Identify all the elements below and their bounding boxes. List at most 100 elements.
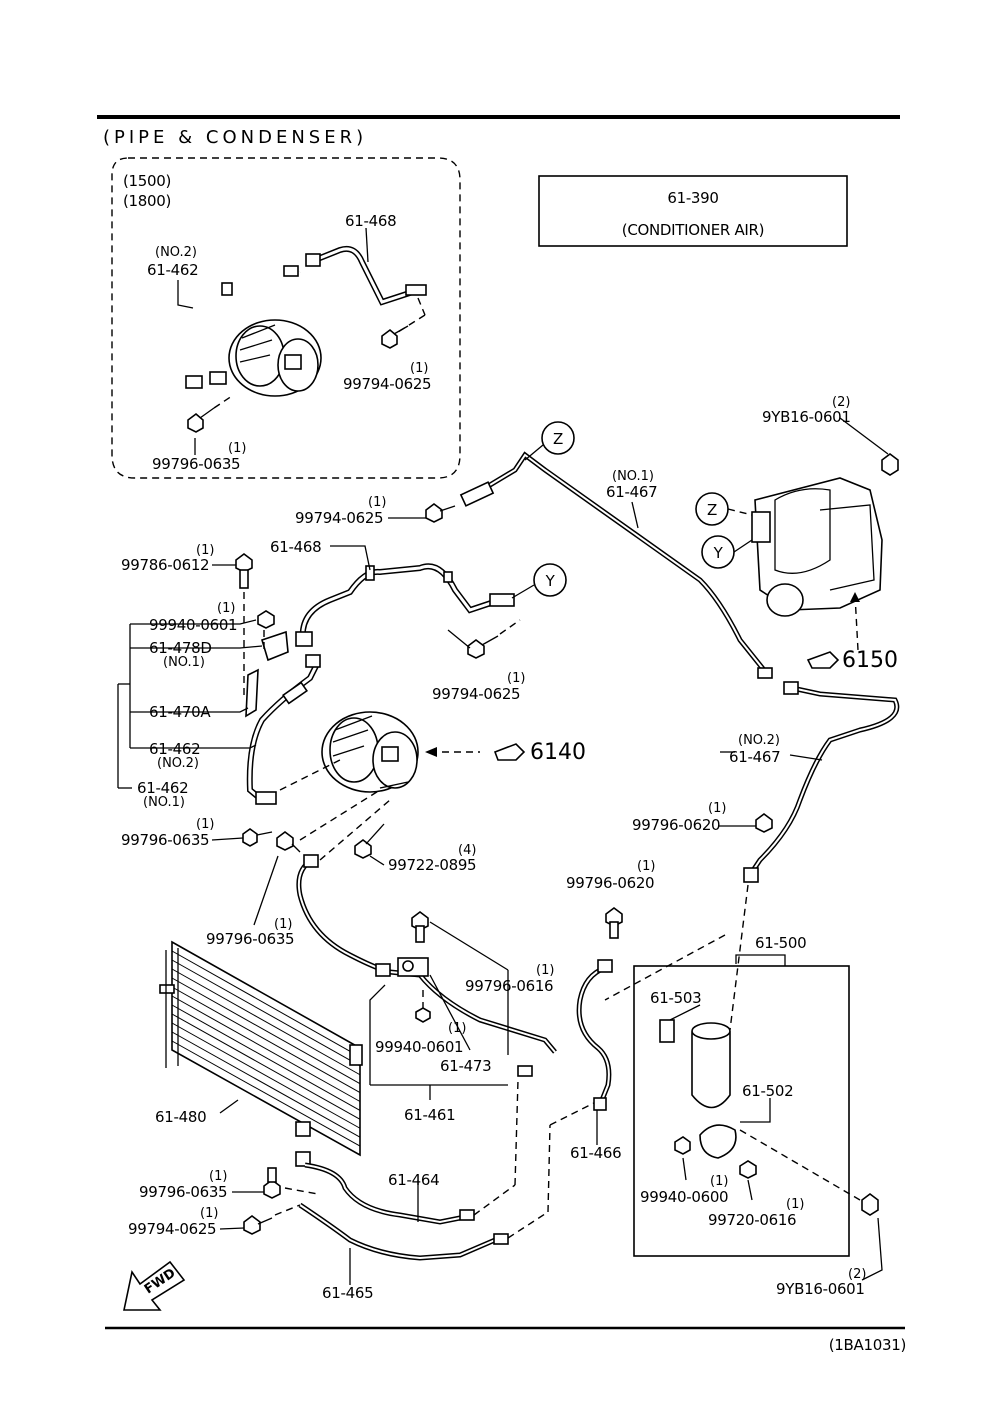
label-9yb16-top-qty: (2)	[832, 395, 850, 410]
inset-label-61-462: 61-462	[147, 261, 198, 279]
bolt-99796-0635-c	[263, 1167, 281, 1199]
label-99786-0612: 99786-0612	[121, 556, 209, 574]
condenser-fin	[171, 1040, 361, 1147]
label-99940-0600: 99940-0600	[640, 1188, 728, 1206]
label-61-473: 61-473	[440, 1057, 491, 1075]
inset-variant-1500: (1500)	[123, 172, 171, 190]
label-99794-bot-qty: (1)	[200, 1206, 218, 1221]
condenser-fin	[171, 968, 361, 1076]
label-9yb16-bot-qty: (2)	[848, 1267, 866, 1282]
inset-label-61-468: 61-468	[345, 212, 396, 230]
label-99794-top-qty: (1)	[368, 495, 386, 510]
bolt-99796-0620-b	[605, 907, 623, 939]
condenser-fin	[171, 986, 361, 1094]
label-99796-0635a: 99796-0635	[121, 831, 209, 849]
label-99796-0616-qty: (1)	[536, 963, 554, 978]
marker-y-ac: Y	[701, 535, 753, 569]
compressor	[321, 711, 419, 793]
bolt-99796-0635-b	[276, 831, 301, 853]
condenser-fin	[171, 1004, 361, 1111]
nut-99940-0601-b	[415, 1007, 431, 1023]
clamp-61-473	[397, 957, 429, 977]
inset-label-99794-qty: (1)	[410, 361, 428, 376]
label-99796-0635c: 99796-0635	[139, 1183, 227, 1201]
label-9yb16-bot: 9YB16-0601	[776, 1280, 865, 1298]
bolt-99796-0635-a	[242, 828, 273, 847]
condenser-fin	[171, 1031, 361, 1138]
bolt-99796-0616	[411, 911, 429, 943]
svg-text:Y: Y	[545, 572, 556, 590]
ref-arrow-6150-icon	[806, 651, 840, 669]
ref-arrow-6140-icon	[493, 743, 526, 761]
bolt-99794-bot	[243, 1215, 273, 1235]
label-99796-0635b: 99796-0635	[206, 930, 294, 948]
condenser-fin	[171, 950, 361, 1058]
label-61-462-no2: 61-462	[149, 740, 200, 758]
label-61-466: 61-466	[570, 1144, 621, 1162]
bolt-99794-top	[425, 503, 456, 523]
bolt-99796-0620-a	[755, 813, 773, 833]
label-99940-b-qty: (1)	[448, 1021, 466, 1036]
inset-label-99794-0625: 99794-0625	[343, 375, 431, 393]
condenser-fin	[171, 977, 361, 1085]
engine-variant-inset: (1500) (1800)	[111, 157, 461, 479]
inset-label-99796-qty: (1)	[228, 441, 246, 456]
label-61-500: 61-500	[755, 934, 806, 952]
label-99720-0616: 99720-0616	[708, 1211, 796, 1229]
fwd-arrow-icon: FWD	[123, 1260, 186, 1311]
label-61-464: 61-464	[388, 1171, 439, 1189]
label-6150: 6150	[842, 648, 898, 673]
label-99794-bot: 99794-0625	[128, 1220, 216, 1238]
marker-z-top: Z	[524, 421, 575, 461]
marker-y-mid: Y	[511, 563, 567, 599]
label-99720-qty: (1)	[786, 1197, 804, 1212]
footer-code: (1BA1031)	[829, 1336, 906, 1354]
label-61-462-no2-tag: (NO.2)	[157, 756, 199, 771]
svg-text:Z: Z	[707, 501, 717, 519]
reference-part-number: 61-390	[667, 189, 718, 207]
label-61-480: 61-480	[155, 1108, 206, 1126]
label-99794-mid-qty: (1)	[507, 671, 525, 686]
label-99794-top: 99794-0625	[295, 509, 383, 527]
label-61-478d: 61-478D	[149, 639, 212, 657]
label-99796-0635c-qty: (1)	[209, 1169, 227, 1184]
inset-bolt-99794	[381, 325, 409, 349]
label-61-502: 61-502	[742, 1082, 793, 1100]
section-title: (PIPE & CONDENSER)	[103, 127, 367, 148]
label-99940-qty: (1)	[217, 601, 235, 616]
label-61-462-no1-tag: (NO.1)	[143, 795, 185, 810]
condenser-fin	[171, 1022, 361, 1129]
bolt-99794-mid	[467, 635, 499, 659]
svg-text:Y: Y	[713, 544, 724, 562]
label-99940-0601: 99940-0601	[149, 616, 237, 634]
nut-99940-0601	[257, 610, 275, 629]
label-61-462-no1: 61-462	[137, 779, 188, 797]
label-61-465: 61-465	[322, 1284, 373, 1302]
condenser	[159, 940, 363, 1167]
label-9yb16-top: 9YB16-0601	[762, 408, 851, 426]
condenser-fin	[171, 1013, 361, 1120]
reference-box-conditioner-air: 61-390 (CONDITIONER AIR)	[538, 175, 848, 247]
bolt-99786-0612	[235, 553, 253, 589]
leader-lines	[117, 417, 889, 1285]
inset-bolt-99796	[187, 395, 233, 433]
label-61-478d-tag: (NO.1)	[163, 655, 205, 670]
condenser-fin	[171, 959, 361, 1067]
label-61-470a: 61-470A	[149, 703, 211, 721]
label-99796-0620b: 99796-0620	[566, 874, 654, 892]
label-61-468: 61-468	[270, 538, 321, 556]
label-99940-0600-qty: (1)	[710, 1174, 728, 1189]
marker-z-ac: Z	[695, 492, 753, 526]
label-99796-0620b-qty: (1)	[637, 859, 655, 874]
label-99722-qty: (4)	[458, 843, 476, 858]
label-61-503: 61-503	[650, 989, 701, 1007]
nut-9yb16-top	[881, 453, 899, 476]
bolt-99722-0895	[354, 823, 385, 859]
label-61-461: 61-461	[404, 1106, 455, 1124]
reference-part-name: (CONDITIONER AIR)	[622, 221, 764, 239]
label-99786-qty: (1)	[196, 543, 214, 558]
label-99796-0635b-qty: (1)	[274, 917, 292, 932]
label-61-467-no1: 61-467	[606, 483, 657, 501]
label-99796-0635a-qty: (1)	[196, 817, 214, 832]
